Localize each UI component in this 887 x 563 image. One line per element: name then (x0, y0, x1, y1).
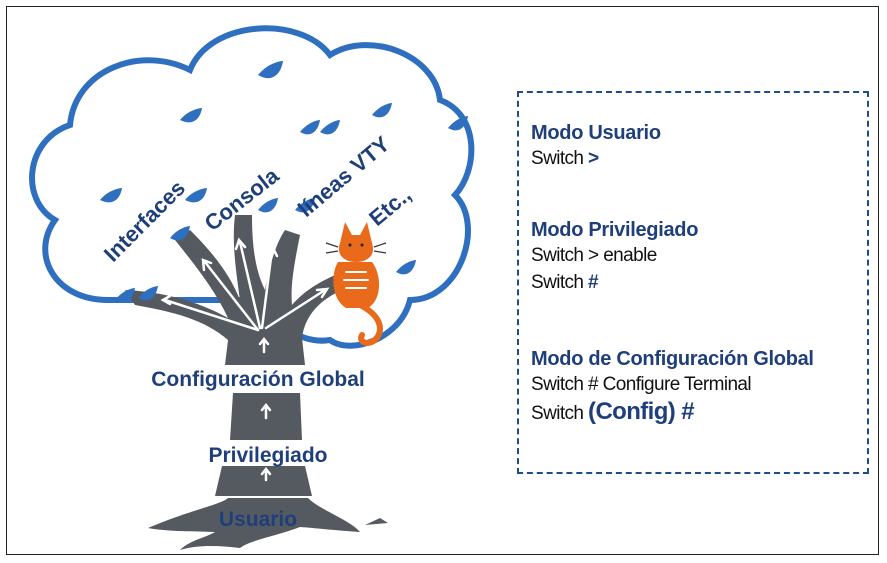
cat-illustration (325, 222, 387, 346)
mode-privilegiado: Modo Privilegiado Switch > enable Switch… (531, 218, 698, 296)
mode-configuracion-global: Modo de Configuración Global Switch # Co… (531, 347, 814, 427)
prompt-symbol: # (588, 272, 599, 293)
command-line: Switch # (531, 269, 698, 296)
level-label-usuario: Usuario (219, 508, 297, 531)
leaves (100, 61, 468, 303)
command-line: Switch > (531, 145, 661, 172)
mode-title: Modo Privilegiado (531, 219, 699, 241)
command-prefix: Switch (531, 403, 589, 424)
command-line: Switch (Config) # (531, 398, 814, 427)
mode-title: Modo Usuario (531, 122, 661, 144)
prompt-symbol: (Config) # (588, 398, 695, 425)
prompt-symbol: > (588, 148, 599, 169)
mode-usuario: Modo Usuario Switch > (531, 121, 661, 172)
trunk-arrows (160, 237, 330, 482)
modes-box: Modo Usuario Switch > Modo Privilegiado … (517, 91, 869, 474)
level-label-configuracion-global: Configuración Global (151, 368, 365, 391)
level-label-privilegiado: Privilegiado (208, 444, 327, 467)
command-prefix: Switch (531, 272, 589, 293)
mode-title: Modo de Configuración Global (531, 348, 814, 370)
command-line: Switch > enable (531, 245, 657, 266)
command-prefix: Switch (531, 148, 589, 169)
command-line: Switch # Configure Terminal (531, 374, 752, 395)
